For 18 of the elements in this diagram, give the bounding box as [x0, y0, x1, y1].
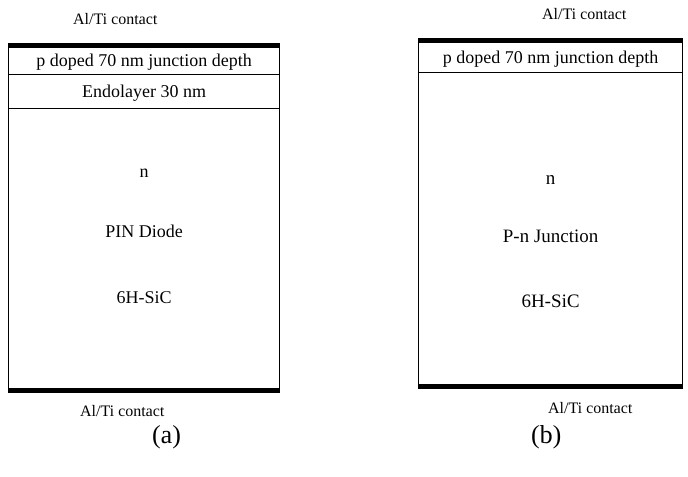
contact-label: Al/Ti contact — [542, 6, 626, 24]
contact-label: Al/Ti contact — [73, 11, 158, 29]
layer-label: Endolayer 30 nm — [81, 81, 207, 102]
panel-label: (b) — [531, 420, 562, 450]
layer-label: p doped 70 nm junction depth — [442, 47, 660, 68]
n-region — [418, 72, 683, 387]
layer-label: n — [138, 161, 150, 182]
layer-label: n — [544, 168, 556, 190]
layer-label: 6H-SiC — [520, 291, 581, 313]
endolayer — [8, 74, 280, 109]
contact-label: Al/Ti contact — [548, 400, 632, 418]
layer-label: p doped 70 nm junction depth — [35, 50, 253, 71]
layer-label: 6H-SiC — [115, 287, 172, 308]
contact-label: Al/Ti contact — [80, 403, 164, 421]
layer-label: P-n Junction — [502, 226, 600, 248]
panel-label: (a) — [152, 420, 181, 450]
n-region — [8, 108, 280, 391]
layer-label: PIN Diode — [104, 221, 184, 242]
